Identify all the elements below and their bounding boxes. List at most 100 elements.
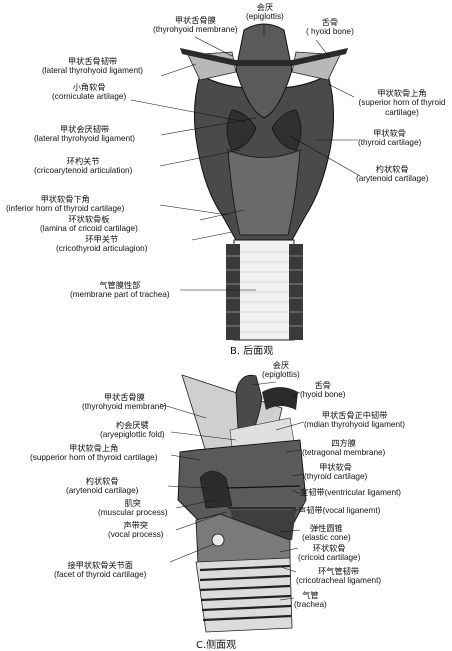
label-hyoid-bone-lateral: 舌骨 (hyoid bone)	[300, 380, 346, 400]
label-vocal-process: 声带突 (vocal process)	[108, 520, 164, 540]
label-elastic-cone: 弹性圆锥 (elastic cone)	[302, 523, 351, 543]
label-hyoid-bone: 舌骨 ( hyoid bone)	[306, 17, 354, 37]
label-trachea-lateral: 气管 (trachea)	[294, 590, 327, 610]
label-en: (superior horn of thyroid cartilage)	[358, 98, 446, 117]
label-cn: 环状软骨	[312, 543, 346, 553]
label-line: 声韧带(vocal liganemt)	[298, 505, 381, 515]
label-cn: 环杓关节	[66, 156, 100, 166]
label-en: (epiglottis)	[246, 12, 284, 21]
lateral-thyroid-facet	[211, 533, 225, 547]
label-epiglottis: 会厌 (epiglottis)	[246, 2, 284, 22]
label-cn: 甲状软骨	[319, 462, 352, 472]
label-cn: 舌骨	[314, 380, 331, 390]
label-thyroid-cartilage-lateral: 甲状软骨 (thyroid cartilage)	[304, 462, 367, 482]
label-cn: 声带突	[123, 520, 149, 530]
label-en: (corniculate artilage)	[52, 92, 127, 101]
label-cn: 会厌	[256, 2, 274, 12]
label-cn: 气管	[302, 590, 319, 600]
label-en: (vocal process)	[108, 530, 164, 539]
label-arytenoid-cartilage: 杓状软骨 (arytenoid cartilage)	[356, 164, 428, 184]
posterior-leader-lines	[130, 24, 361, 291]
label-muscular-process: 肌突 (muscular process)	[98, 498, 168, 518]
label-inferior-horn: 甲状软骨下角 (inferior horn of thyroid cartila…	[6, 194, 124, 214]
label-median-thyrohyoid-ligament: 甲状舌骨正中韧带 (mdian thyrohyoid ligament)	[304, 410, 405, 430]
label-en: (thyrohyoid membrane)	[82, 402, 167, 411]
label-cn: 甲状软骨上角	[69, 443, 119, 453]
lateral-trachea	[195, 557, 293, 633]
label-cn: 甲状舌骨膜	[103, 392, 145, 402]
label-cricotracheal-ligament: 环气管韧带 (cricotracheal ligament)	[296, 566, 381, 586]
label-cricoid-cartilage-lateral: 环状软骨 (cricoid cartilage)	[298, 543, 360, 563]
label-cn: 会厌	[272, 360, 290, 370]
posterior-epiglottis	[235, 23, 293, 119]
label-cn: 甲状舌骨正中韧带	[321, 410, 388, 420]
lateral-view-drawing	[159, 374, 307, 633]
label-thyroid-cartilage: 甲状软骨 (thyroid cartilage)	[358, 128, 421, 148]
label-corniculate-cartilage: 小角软骨 (corniculate artilage)	[52, 82, 126, 102]
label-cn: 杓会厌襞	[115, 420, 149, 430]
label-en: (membrane part of trachea)	[70, 290, 170, 299]
label-cricothyroid-articulation: 环甲关节 (cricothyroid articulagion)	[56, 234, 147, 254]
label-en: (arytenoid cartilage)	[66, 486, 139, 495]
label-en: (tetragonal membrane)	[302, 448, 386, 457]
label-en: (facet of thyroid cartilage)	[54, 570, 147, 579]
label-cn: 甲状舌骨韧带	[67, 56, 118, 66]
label-en: (elastic cone)	[302, 533, 351, 542]
caption-posterior-view: B. 后面观	[230, 346, 274, 357]
label-tetragonal-membrane: 四方膜 (tetragonal membrane)	[302, 438, 385, 458]
label-cn: 弹性圆锥	[309, 523, 343, 533]
label-en: (arytenoid cartilage)	[356, 174, 429, 183]
label-cn: 环甲关节	[85, 234, 119, 244]
label-en: (epiglottis)	[262, 370, 300, 379]
label-thyrohyoid-membrane-lateral: 甲状舌骨膜 (thyrohyoid membrane)	[82, 392, 167, 412]
label-en: (hyoid bone)	[300, 390, 346, 399]
label-cn: 肌突	[124, 498, 141, 508]
label-epiglottis-lateral: 会厌 (epiglottis)	[262, 360, 300, 380]
label-en: (cricoid cartilage)	[298, 553, 361, 562]
label-lateral-thyrohyoid-ligament: 甲状舌骨韧带 (lateral thyrohyoid ligament)	[42, 56, 143, 76]
label-en: (trachea)	[294, 600, 327, 609]
label-cn: 甲状舌骨膜	[174, 15, 216, 25]
label-cn: 四方膜	[331, 438, 356, 448]
lateral-hyoid-bone	[262, 387, 298, 410]
label-cn: 环状软骨板	[68, 214, 110, 224]
label-thyrohyoid-membrane: 甲状舌骨膜 (thyrohyoid membrane)	[153, 15, 238, 35]
label-arytenoid-cartilage-lateral: 杓状软骨 (arytenoid cartilage)	[66, 476, 138, 496]
label-cn: 小角软骨	[72, 82, 106, 92]
label-cn: 舌骨	[321, 17, 339, 27]
lateral-arytenoid	[199, 470, 233, 509]
label-aryepiglottic-fold: 杓会厌襞 (aryepiglottic fold)	[100, 420, 165, 440]
label-cn: 甲状软骨上角	[377, 88, 427, 98]
label-cn: 气管膜性部	[99, 280, 141, 290]
label-en: (lamina of cricoid cartilage)	[40, 224, 138, 233]
label-thyroid-facet: 接甲状软骨关节面 (facet of thyroid cartilage)	[54, 560, 146, 580]
label-en: (thyroid cartilage)	[358, 138, 422, 147]
posterior-view-drawing	[130, 23, 361, 341]
label-cn: 甲状会厌韧带	[59, 124, 110, 134]
label-en: (cricothyroid articulagion)	[56, 244, 148, 253]
posterior-arytenoid-right	[271, 109, 302, 151]
label-cricoid-lamina: 环状软骨板 (lamina of cricoid cartilage)	[40, 214, 138, 234]
posterior-cricoid-lamina	[227, 149, 301, 236]
label-en: (aryepiglottic fold)	[100, 430, 165, 439]
label-en: (thyrohyoid membrane)	[153, 25, 238, 34]
label-thyroepiglottic-ligament: 甲状会厌韧带 (lateral thyrohyoid ligament)	[34, 124, 135, 144]
label-cn: 杓状软骨	[375, 164, 409, 174]
posterior-hyoid-bone	[180, 48, 348, 66]
posterior-trachea	[226, 239, 303, 341]
label-membranous-trachea: 气管膜性部 (membrane part of trachea)	[70, 280, 170, 300]
label-en: (cricotracheal ligament)	[296, 576, 382, 585]
label-ventricular-ligament: 室韧带(ventricular ligament)	[300, 487, 401, 498]
label-cn: 环气管韧带	[318, 566, 360, 576]
label-en: (lateral thyrohyoid ligament)	[34, 134, 136, 143]
label-en: (thyroid cartilage)	[304, 472, 368, 481]
label-en: (lateral thyrohyoid ligament)	[42, 66, 144, 75]
label-en: (muscular process)	[98, 508, 168, 517]
label-line: 室韧带(ventricular ligament)	[300, 487, 402, 497]
label-vocal-ligament: 声韧带(vocal liganemt)	[298, 505, 380, 516]
label-en: (inferior horn of thyroid cartilage)	[6, 204, 125, 213]
label-cn: 接甲状软骨关节面	[67, 560, 133, 570]
label-superior-horn: 甲状软骨上角 (superior horn of thyroid cartila…	[354, 88, 450, 118]
